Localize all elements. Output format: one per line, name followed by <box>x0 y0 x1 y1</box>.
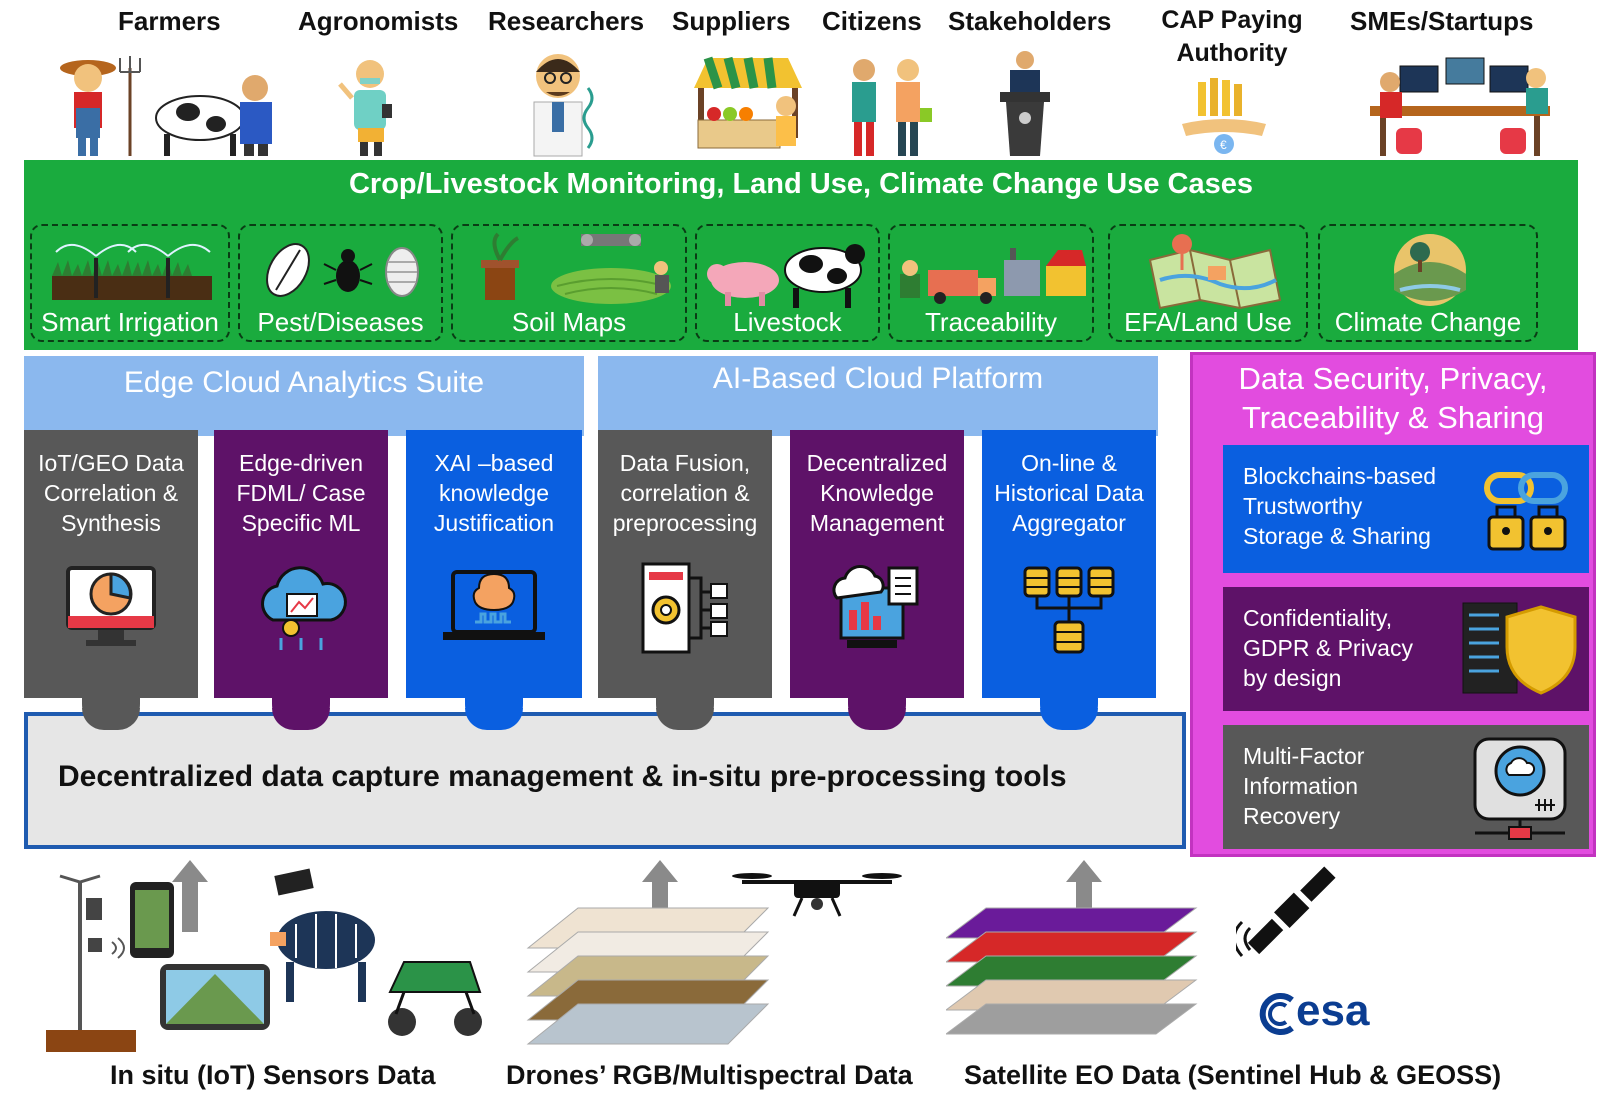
agronomists-illustration <box>338 60 392 156</box>
decentralized-tools-box: Decentralized data capture management & … <box>24 712 1186 849</box>
security-panel: Data Security, Privacy, Traceability & S… <box>1190 352 1596 857</box>
source-label-iot: In situ (IoT) Sensors Data <box>110 1060 436 1090</box>
actor-citizens: Citizens <box>822 6 922 36</box>
suppliers-illustration <box>694 56 802 149</box>
database-icon <box>1023 566 1115 654</box>
satellite-layers-illustration <box>946 907 1198 1035</box>
use-case-livestock: Livestock <box>695 224 880 342</box>
cloud-col-knowledge: Decentralized Knowledge Management <box>790 430 964 698</box>
stakeholders-illustration <box>1000 51 1050 156</box>
researchers-illustration <box>533 54 594 157</box>
edge-suite-header: Edge Cloud Analytics Suite <box>24 356 584 436</box>
actor-smes-startups: SMEs/Startups <box>1350 6 1534 36</box>
actor-researchers: Researchers <box>488 6 645 36</box>
shield-server-icon <box>1462 602 1577 695</box>
use-case-label: Pest/Diseases <box>257 307 424 337</box>
use-case-label: EFA/Land Use <box>1124 307 1292 337</box>
up-arrow-icon <box>172 860 208 932</box>
security-item-text: Multi-Factor Information Recovery <box>1243 743 1365 829</box>
use-case-label: Livestock <box>733 307 842 337</box>
use-case-label: Climate Change <box>1334 307 1522 337</box>
storage-drive-icon <box>1473 737 1567 840</box>
smes-startups-illustration <box>1370 57 1550 156</box>
use-case-smart-irrigation: Smart Irrigation <box>30 224 230 342</box>
connector <box>848 708 906 730</box>
esa-logo: esa <box>1256 986 1406 1040</box>
farmers-illustration <box>60 56 272 156</box>
security-item-recovery: Multi-Factor Information Recovery <box>1223 725 1589 849</box>
edge-col-xai: XAI –based knowledge Justification <box>406 430 582 698</box>
decentralized-tools-text: Decentralized data capture management & … <box>58 760 1067 793</box>
edge-suite-title: Edge Cloud Analytics Suite <box>123 366 485 399</box>
svg-text:€: € <box>1220 138 1227 152</box>
column-text: IoT/GEO Data Correlation & Synthesis <box>38 450 184 536</box>
cloud-ml-icon <box>261 566 347 650</box>
use-case-title: Crop/Livestock Monitoring, Land Use, Cli… <box>348 168 1254 200</box>
climate-icon <box>1394 234 1466 306</box>
citizens-illustration <box>852 59 932 156</box>
column-text: Edge-driven FDML/ Case Specific ML <box>236 450 366 536</box>
connector <box>1040 708 1098 730</box>
column-text: On-line & Historical Data Aggregator <box>994 450 1144 536</box>
traceability-icon <box>900 248 1086 304</box>
connector <box>656 708 714 730</box>
actor-farmers: Farmers <box>118 6 221 36</box>
cap-paying-authority-illustration: € <box>1182 78 1266 154</box>
iot-sensors-illustration <box>46 868 482 1052</box>
actor-suppliers: Suppliers <box>672 6 791 36</box>
use-case-efa-land-use: EFA/Land Use <box>1108 224 1308 342</box>
monitor-chart-icon <box>66 566 156 646</box>
use-case-band: Crop/Livestock Monitoring, Land Use, Cli… <box>24 160 1578 350</box>
drone-layers-illustration <box>526 873 902 1045</box>
source-label-satellite: Satellite EO Data (Sentinel Hub & GEOSS) <box>964 1060 1502 1090</box>
pest-icon <box>266 243 419 297</box>
ai-brain-laptop-icon <box>443 570 545 640</box>
cloud-platform-header: AI-Based Cloud Platform <box>598 356 1158 436</box>
up-arrow-icon <box>642 860 678 932</box>
use-case-climate-change: Climate Change <box>1318 224 1538 342</box>
knowledge-cloud-icon <box>832 565 919 648</box>
security-item-blockchain: Blockchains-based Trustworthy Storage & … <box>1223 445 1589 573</box>
column-text: XAI –based knowledge Justification <box>433 450 555 536</box>
esa-logo-text: esa <box>1296 986 1370 1035</box>
security-item-text: Blockchains-based Trustworthy Storage & … <box>1243 463 1437 549</box>
use-case-label: Traceability <box>925 307 1057 337</box>
connector <box>465 708 523 730</box>
chain-lock-icon <box>1484 472 1568 551</box>
use-case-label: Smart Irrigation <box>41 307 219 337</box>
satellite-icon <box>1236 866 1336 957</box>
data-processing-icon <box>641 562 728 654</box>
actor-cap-paying-authority: CAP Paying Authority <box>1161 6 1303 67</box>
land-use-map-icon <box>1148 234 1282 310</box>
use-case-pest-diseases: Pest/Diseases <box>238 224 443 342</box>
column-text: Decentralized Knowledge Management <box>806 450 948 536</box>
column-text: Data Fusion, correlation & preprocessing <box>612 450 758 536</box>
esa-swoosh-icon <box>1259 993 1294 1035</box>
soil-map-icon <box>481 232 671 304</box>
edge-col-fdml: Edge-driven FDML/ Case Specific ML <box>214 430 388 698</box>
cloud-col-aggregator: On-line & Historical Data Aggregator <box>982 430 1156 698</box>
security-item-text: Confidentiality, GDPR & Privacy by desig… <box>1243 605 1413 691</box>
cloud-platform-title: AI-Based Cloud Platform <box>712 362 1044 395</box>
use-case-traceability: Traceability <box>888 224 1094 342</box>
cloud-col-data-fusion: Data Fusion, correlation & preprocessing <box>598 430 772 698</box>
use-case-soil-maps: Soil Maps <box>451 224 687 342</box>
security-title: Data Security, Privacy, Traceability & S… <box>1238 361 1548 435</box>
irrigation-icon <box>52 244 212 300</box>
use-case-label: Soil Maps <box>511 307 627 337</box>
up-arrow-icon <box>1066 860 1102 932</box>
actor-stakeholders: Stakeholders <box>948 6 1112 36</box>
source-label-drones: Drones’ RGB/Multispectral Data <box>506 1060 913 1090</box>
edge-col-iot-geo: IoT/GEO Data Correlation & Synthesis <box>24 430 198 698</box>
security-item-gdpr: Confidentiality, GDPR & Privacy by desig… <box>1223 587 1589 711</box>
connector <box>82 708 140 730</box>
connector <box>272 708 330 730</box>
actor-agronomists: Agronomists <box>298 6 459 36</box>
livestock-icon <box>707 244 865 308</box>
